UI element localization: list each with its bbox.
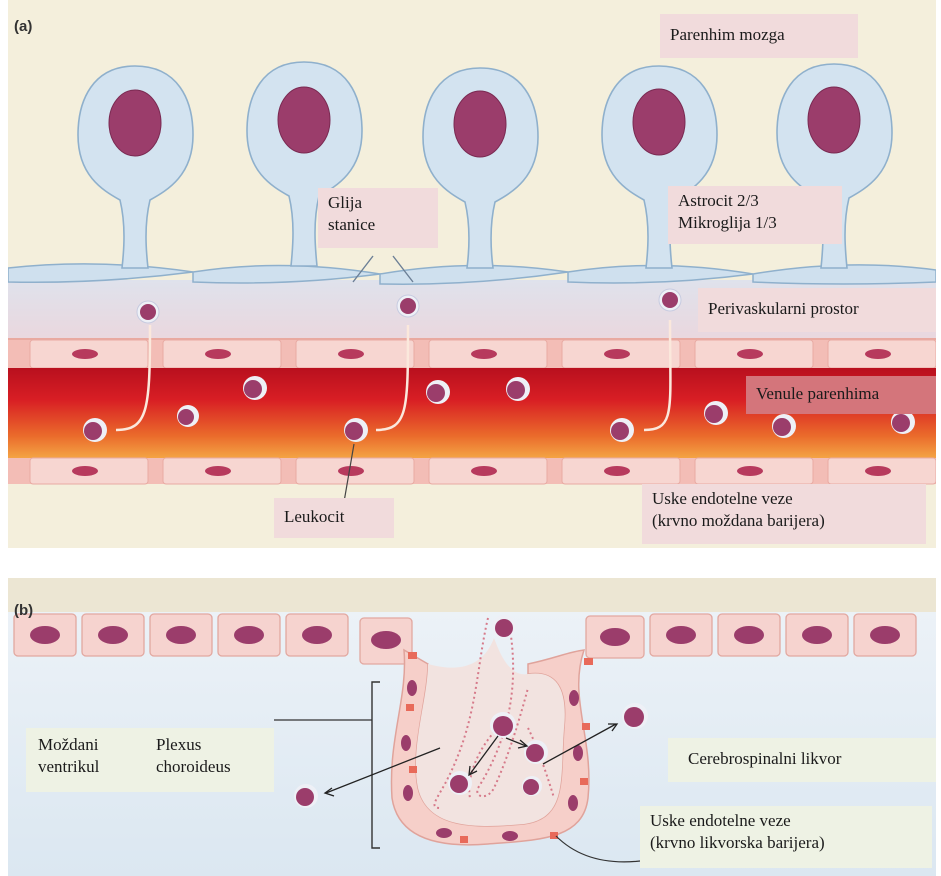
endothelium-bottom — [8, 458, 936, 484]
parenchyma-band — [8, 578, 936, 612]
uske-b-pointer — [556, 836, 648, 862]
label-parenhim: Parenhim mozga — [660, 14, 858, 58]
label-uske-b-line1: Uske endotelne veze — [650, 810, 922, 832]
endothelium-top — [8, 340, 936, 368]
panel-a-label: (a) — [14, 18, 32, 35]
blood-brain-barrier-illustration — [8, 0, 936, 548]
label-glija-line1: Glija — [328, 192, 428, 214]
label-glija: Glija stanice — [318, 188, 438, 248]
label-uske-b: Uske endotelne veze (krvno likvorska bar… — [640, 806, 932, 868]
label-plexus-line1: Plexus — [156, 734, 231, 756]
label-leukocit: Leukocit — [274, 498, 394, 538]
label-uske-b-line2: (krvno likvorska barijera) — [650, 832, 922, 854]
label-ventrikul: Moždani ventrikul — [38, 734, 99, 778]
label-astrocit: Astrocit 2/3 Mikroglija 1/3 — [668, 186, 842, 244]
bracket — [372, 682, 380, 848]
label-parenhim-text: Parenhim mozga — [670, 25, 785, 44]
label-ventrikul-plexus: Moždani ventrikul Plexus choroideus — [26, 728, 274, 792]
panel-b: (b) Moždani ventrikul Plexus choroideus … — [8, 578, 936, 876]
label-plexus-line2: choroideus — [156, 756, 231, 778]
label-ventrikul-line2: ventrikul — [38, 756, 99, 778]
panel-a: (a) Parenhim mozga Glija stanice Astroci… — [8, 0, 936, 548]
label-csf: Cerebrospinalni likvor — [668, 738, 936, 782]
label-ventrikul-line1: Moždani — [38, 734, 99, 756]
label-venule: Venule parenhima — [746, 376, 936, 414]
label-uske-a-line1: Uske endotelne veze — [652, 488, 916, 510]
label-csf-text: Cerebrospinalni likvor — [688, 749, 841, 768]
label-uske-a-line2: (krvno moždana barijera) — [652, 510, 916, 532]
label-perivaskularni-text: Perivaskularni prostor — [708, 299, 859, 318]
astrocyte-nuclei — [109, 87, 860, 157]
label-leukocit-text: Leukocit — [284, 507, 344, 526]
label-astrocit-line2: Mikroglija 1/3 — [678, 212, 832, 234]
label-uske-a: Uske endotelne veze (krvno moždana barij… — [642, 484, 926, 544]
label-perivaskularni: Perivaskularni prostor — [698, 288, 936, 332]
label-glija-line2: stanice — [328, 214, 428, 236]
label-plexus: Plexus choroideus — [156, 734, 231, 778]
panel-b-label: (b) — [14, 602, 33, 619]
label-venule-text: Venule parenhima — [756, 384, 879, 403]
label-astrocit-line1: Astrocit 2/3 — [678, 190, 832, 212]
ependymal-row — [14, 614, 916, 664]
